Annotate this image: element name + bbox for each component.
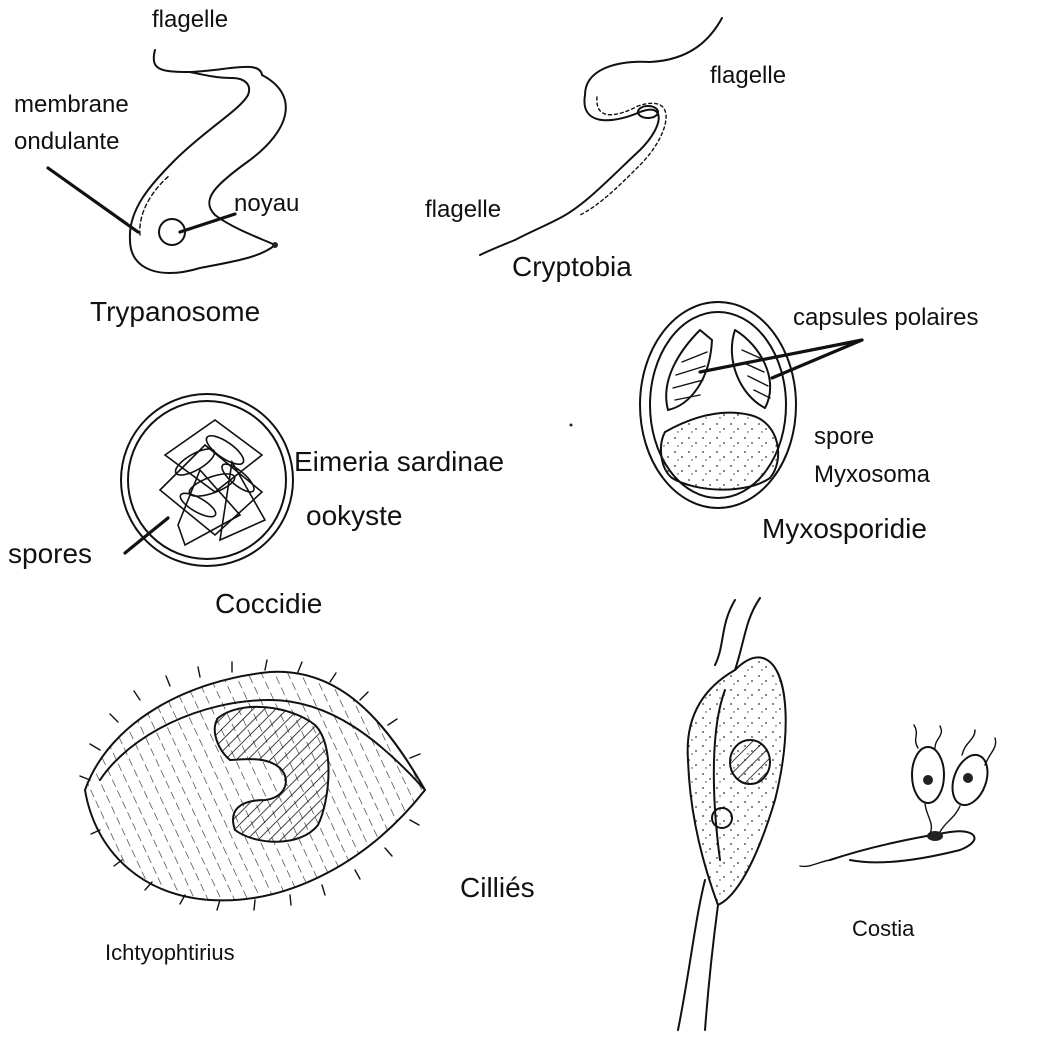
membrane-label-line1: membrane (14, 93, 129, 117)
capsules-polaires-label: capsules polaires (793, 306, 978, 330)
costia-large-flagella-bottom (678, 880, 718, 1030)
costia-small-nucleus-2 (963, 773, 973, 783)
eimeria-spores-cluster (160, 420, 265, 545)
trypanosome-drawing (48, 50, 286, 273)
coccidie-name-label: Coccidie (215, 590, 322, 618)
costia-small-nucleus-3 (927, 831, 943, 841)
myxosporidie-name-label: Myxosporidie (762, 515, 927, 543)
speck-mark (570, 424, 573, 427)
trypanosome-flagellum (154, 50, 262, 75)
costia-large-drawing (678, 598, 786, 1030)
coccidie-drawing (121, 394, 293, 566)
ookyste-wall-outer (121, 394, 293, 566)
costia-small-flagella (800, 725, 996, 866)
spores-label: spores (8, 540, 92, 568)
cryptobia-drawing (480, 18, 722, 255)
trypanosome-undulating-membrane (140, 175, 170, 235)
trypanosome-end-dot (272, 242, 278, 248)
capsules-pointer-right (772, 340, 862, 378)
membrane-label-line2: ondulante (14, 130, 119, 154)
cillies-label: Cilliés (460, 874, 535, 902)
membrane-pointer-line (48, 168, 138, 232)
cryptobia-body-inner (580, 97, 666, 215)
trypanosome-name-label: Trypanosome (90, 298, 260, 326)
myxosoma-label: Myxosoma (814, 463, 930, 487)
polar-capsule-right (732, 330, 770, 408)
eimeria-sardinae-label: Eimeria sardinae (294, 448, 504, 476)
costia-small-drawing (800, 725, 996, 866)
ichtyophtirius-drawing (80, 660, 425, 910)
ichtyophtirius-label: Ichtyophtirius (105, 942, 235, 964)
trypanosome-body (130, 72, 286, 273)
costia-large-nucleus (730, 740, 770, 784)
costia-label: Costia (852, 918, 914, 940)
costia-small-nucleus-1 (923, 775, 933, 785)
costia-large-body (688, 657, 786, 905)
cryptobia-flagellum-rear (480, 240, 515, 255)
sporoplasm (661, 413, 778, 490)
costia-host-cell (830, 831, 974, 862)
cryptobia-flagelle-left-label: flagelle (425, 198, 501, 222)
trypanosome-flagelle-label: flagelle (152, 8, 228, 32)
spores-pointer-line (125, 518, 168, 553)
noyau-label: noyau (234, 192, 299, 216)
cryptobia-flagelle-right-label: flagelle (710, 64, 786, 88)
ookyste-label: ookyste (306, 502, 403, 530)
spore-label: spore (814, 425, 874, 449)
cryptobia-flagellum-front (585, 18, 722, 95)
cryptobia-name-label: Cryptobia (512, 253, 632, 281)
